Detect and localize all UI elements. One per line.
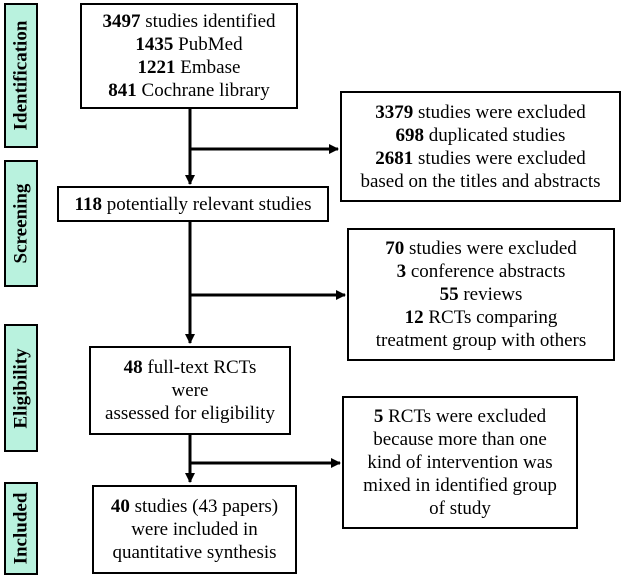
included-line: were included in <box>131 519 258 540</box>
stage-label-included: Included <box>4 482 38 575</box>
excluded-2-line: 55 reviews <box>439 284 523 305</box>
identified-line: 841 Cochrane library <box>108 80 270 101</box>
excluded-3-line: kind of intervention was <box>367 452 553 473</box>
eligibility-line: assessed for eligibility <box>105 403 275 424</box>
excluded-2-line: 3 conference abstracts <box>396 261 566 282</box>
excluded-3-line: of study <box>429 498 491 519</box>
identified-line: 3497 studies identified <box>102 11 276 32</box>
excluded-box-1: 3379 studies were excluded 698 duplicate… <box>340 91 621 202</box>
included-line: 40 studies (43 papers) <box>110 496 279 517</box>
included-box: 40 studies (43 papers) were included in … <box>92 485 297 574</box>
excluded-1-line: 3379 studies were excluded <box>375 101 586 123</box>
screening-box: 118 potentially relevant studies <box>57 186 329 222</box>
excluded-2-line: 70 studies were excluded <box>385 238 577 259</box>
excluded-box-3: 5 RCTs were excluded because more than o… <box>342 396 578 529</box>
identified-line: 1221 Embase <box>137 57 241 78</box>
stage-label-identification: Identification <box>4 3 38 148</box>
eligibility-box: 48 full-text RCTs were assessed for elig… <box>89 346 291 435</box>
stage-label-screening: Screening <box>4 160 38 287</box>
stage-label-eligibility: Eligibility <box>4 324 38 452</box>
eligibility-line: were <box>171 380 209 401</box>
excluded-1-line: 698 duplicated studies <box>395 124 566 146</box>
included-line: quantitative synthesis <box>112 542 277 563</box>
excluded-3-line: because more than one <box>373 429 547 450</box>
excluded-2-line: 12 RCTs comparing <box>404 307 558 328</box>
excluded-1-line: based on the titles and abstracts <box>360 170 601 192</box>
excluded-1-line: 2681 studies were excluded <box>375 147 586 169</box>
excluded-3-line: mixed in identified group <box>363 475 557 496</box>
eligibility-line: 48 full-text RCTs <box>123 357 257 378</box>
identified-box: 3497 studies identified 1435 PubMed 1221… <box>80 3 298 109</box>
excluded-box-2: 70 studies were excluded 3 conference ab… <box>347 228 615 361</box>
identified-line: 1435 PubMed <box>135 34 243 55</box>
excluded-3-line: 5 RCTs were excluded <box>373 406 547 427</box>
screening-line: 118 potentially relevant studies <box>74 193 312 215</box>
excluded-2-line: treatment group with others <box>375 330 587 351</box>
